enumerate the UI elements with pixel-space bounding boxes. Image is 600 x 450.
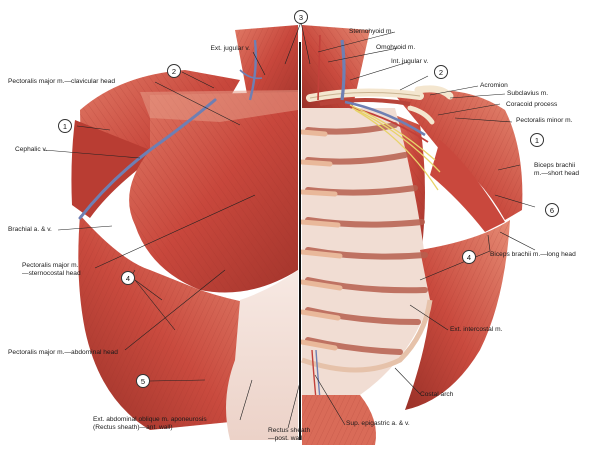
label-biceps-short-1: Biceps brachii <box>534 162 576 169</box>
callout-2-right: 2 <box>434 65 448 79</box>
label-rectus-post-2: —post. wall <box>268 435 303 442</box>
aponeurosis <box>226 270 298 440</box>
costal-cartilages <box>299 129 343 351</box>
label-pec-abdominal: Pectoralis major m.—abdominal head <box>8 349 118 356</box>
callout-1-left: 1 <box>58 119 72 133</box>
label-sup-epigastric: Sup. epigastric a. & v. <box>346 420 410 427</box>
label-pec-clavicular-head: Pectoralis major m.—clavicular head <box>8 78 116 85</box>
label-brachial: Brachial a. & v. <box>8 226 52 233</box>
label-cephalic-vein: Cephalic v. <box>15 146 48 153</box>
label-int-jugular: Int. jugular v. <box>391 58 429 65</box>
label-pec-sternocostal-2: —sternocostal head <box>22 270 81 277</box>
callout-4-right: 4 <box>462 250 476 264</box>
label-omohyoid: Omohyoid m. <box>376 44 416 51</box>
int-jugular-vein <box>340 39 346 101</box>
callout-3: 3 <box>294 10 308 24</box>
acromion <box>414 85 454 100</box>
label-pec-minor: Pectoralis minor m. <box>516 117 573 124</box>
label-biceps-short-2: m.—short head <box>534 170 580 177</box>
callout-6: 6 <box>545 203 559 217</box>
callout-5: 5 <box>136 374 150 388</box>
label-ext-oblique-2: (Rectus sheath)—ant. wall) <box>93 424 173 431</box>
nerves <box>349 104 441 191</box>
label-sternohyoid: Sternohyoid m. <box>349 28 394 35</box>
label-costal-arch: Costal arch <box>420 391 454 398</box>
biceps-right <box>430 140 505 232</box>
cephalic-vein <box>78 98 217 220</box>
label-ext-jugular: Ext. jugular v. <box>210 45 250 52</box>
label-rectus-post-1: Rectus sheath <box>268 427 311 434</box>
coracoid-process <box>407 105 435 125</box>
label-coracoid: Coracoid process <box>506 101 558 108</box>
label-subclavius: Subclavius m. <box>507 90 549 97</box>
label-ext-intercostal: Ext. intercostal m. <box>450 326 503 333</box>
label-biceps-long: Biceps brachii m.—long head <box>490 251 576 258</box>
callout-1-right: 1 <box>530 133 544 147</box>
leader-lines <box>43 21 536 429</box>
label-acromion: Acromion <box>480 82 508 89</box>
callout-4-left: 4 <box>121 271 135 285</box>
costal-arch <box>301 299 433 373</box>
callout-2-left: 2 <box>167 64 181 78</box>
arm-left <box>71 120 150 218</box>
label-ext-oblique-1: Ext. abdominal oblique m. aponeurosis <box>93 416 207 423</box>
label-pec-sternocostal-1: Pectoralis major m. <box>22 262 79 269</box>
